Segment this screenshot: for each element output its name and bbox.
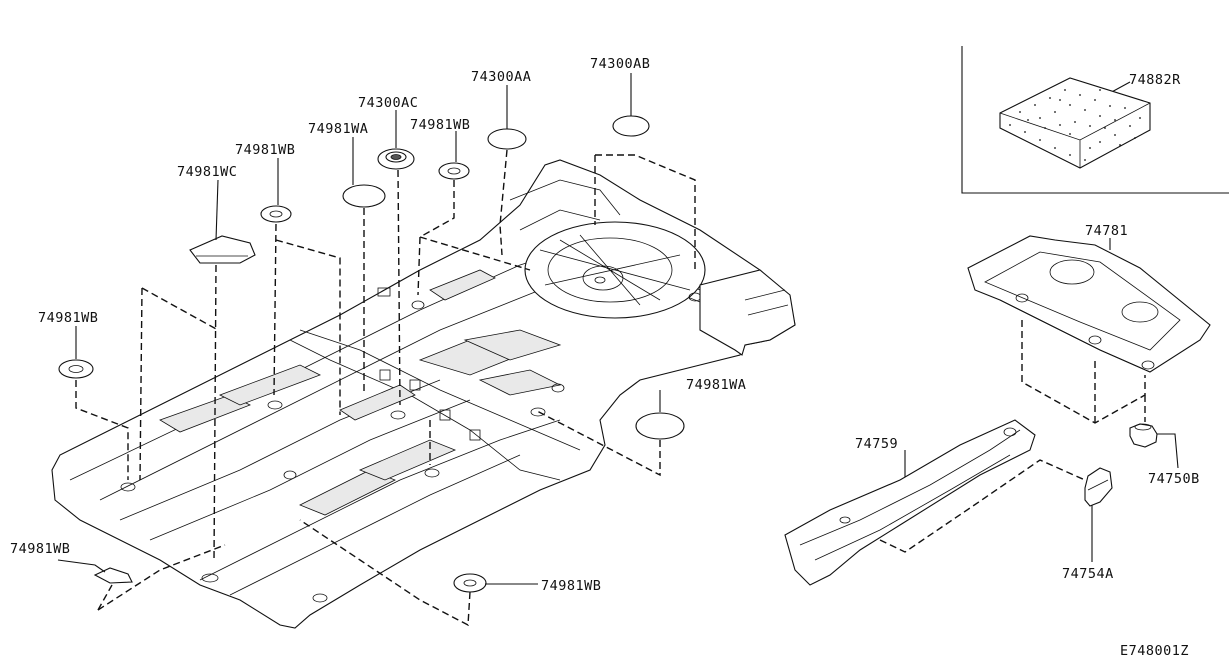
grommet-74981WB-top bbox=[438, 162, 470, 180]
part-labels: 74300AA 74300AB 74300AC 74981WA 74981WB … bbox=[10, 56, 1200, 659]
label-74981WA-right: 74981WA bbox=[686, 377, 746, 393]
label-74300AC: 74300AC bbox=[358, 95, 418, 111]
label-74300AB: 74300AB bbox=[590, 56, 650, 72]
label-74750B: 74750B bbox=[1148, 471, 1200, 487]
grommet-74981WB-left-mid bbox=[58, 359, 94, 379]
label-74981WB-left-upper: 74981WB bbox=[235, 142, 295, 158]
label-74981WC: 74981WC bbox=[177, 164, 237, 180]
grommet-74300AC bbox=[377, 148, 415, 170]
plug-74981WA-top bbox=[342, 184, 386, 208]
floor-panel bbox=[51, 159, 796, 629]
diagram-id-code: E748001Z bbox=[1120, 643, 1189, 659]
rear-floor-cover bbox=[967, 235, 1211, 373]
leader-lines bbox=[57, 73, 1179, 585]
pad-74981WB-left-low bbox=[93, 567, 133, 584]
label-74981WA-top: 74981WA bbox=[308, 121, 368, 137]
label-74300AA: 74300AA bbox=[471, 69, 531, 85]
label-74981WB-left-mid: 74981WB bbox=[38, 310, 98, 326]
label-74981WB-left-low: 74981WB bbox=[10, 541, 70, 557]
insulator-dots bbox=[1009, 89, 1141, 161]
label-74981WB-bottom: 74981WB bbox=[541, 578, 601, 594]
label-74759: 74759 bbox=[855, 436, 898, 452]
clip-74754A bbox=[1084, 467, 1113, 507]
plug-74981WA-right bbox=[635, 412, 685, 440]
grommet-74981WB-bottom bbox=[453, 573, 487, 593]
grommet-74981WB-left-upper bbox=[260, 205, 292, 223]
pad-74981WC bbox=[189, 235, 256, 264]
label-74882R: 74882R bbox=[1129, 72, 1181, 88]
dashed-lines bbox=[75, 149, 1146, 627]
clip-74750B bbox=[1129, 423, 1158, 448]
plug-74300AB bbox=[612, 115, 650, 137]
inset-box bbox=[961, 46, 1229, 194]
label-74781: 74781 bbox=[1085, 223, 1128, 239]
label-74981WB-top: 74981WB bbox=[410, 117, 470, 133]
plug-74300AA bbox=[487, 128, 527, 150]
label-74754A: 74754A bbox=[1062, 566, 1114, 582]
tunnel-insulator bbox=[784, 419, 1036, 586]
